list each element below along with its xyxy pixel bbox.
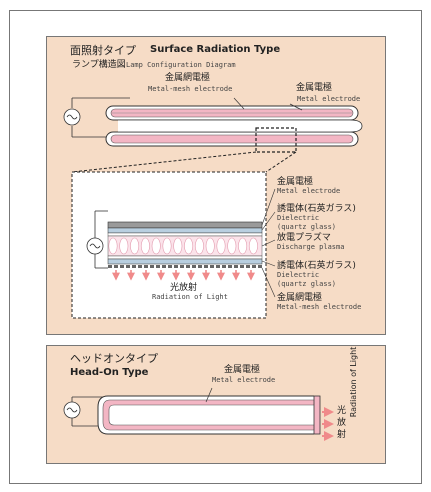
- detail-metal-jp: 金属電極: [277, 177, 314, 187]
- config-label-en: Lamp Configuration Diagram: [126, 61, 236, 69]
- mesh-segment: [144, 265, 148, 268]
- detail-metal-en: Metal electrode: [277, 187, 341, 195]
- tube-gap: [118, 121, 351, 131]
- headon-electrode-leader: [205, 387, 213, 403]
- headon-radiation-jp-2: 放: [337, 418, 347, 428]
- metal-electrode-en: Metal electrode: [297, 95, 361, 103]
- detail-plasma-en: Discharge plasma: [277, 243, 345, 251]
- mesh-segment: [156, 265, 160, 268]
- detail-mesh-en: Metal-mesh electrode: [277, 303, 362, 311]
- dielectric-bottom-layer: [107, 258, 263, 265]
- config-label-jp: ランプ構造図: [72, 60, 126, 70]
- mesh-segment: [114, 265, 118, 268]
- dielectric-top-inner: [107, 232, 263, 237]
- headon-radiation-jp-3: 射: [337, 430, 347, 440]
- plasma-cell: [173, 237, 183, 255]
- mesh-electrode-jp: 金属網電極: [165, 73, 211, 83]
- plasma-cell: [108, 237, 118, 255]
- plasma-cell: [248, 237, 258, 255]
- mesh-segment: [168, 265, 172, 268]
- headon-radiation-jp-1: 光: [337, 406, 347, 416]
- plasma-cell: [205, 237, 215, 255]
- leader-plasma: [261, 239, 276, 247]
- leader-dielectric-top: [261, 211, 276, 231]
- mesh-segment: [210, 265, 214, 268]
- surface-title-jp: 面照射タイプ: [70, 44, 136, 57]
- headon-title-jp: ヘッドオンタイプ: [70, 352, 158, 365]
- mesh-segment: [150, 265, 154, 268]
- mesh-segment: [252, 265, 256, 268]
- surface-title-en: Surface Radiation Type: [150, 44, 281, 55]
- plasma-cell: [216, 237, 226, 255]
- detail-dielectric-top-en1: Dielectric: [277, 214, 320, 222]
- headon-radiation-arrows: [322, 407, 334, 441]
- headon-tube: [97, 395, 321, 435]
- plasma-cell: [151, 237, 161, 255]
- mesh-segment: [180, 265, 184, 268]
- mesh-segment: [216, 265, 220, 268]
- dielectric-bottom-inner: [107, 255, 263, 260]
- metal-electrode-leader: [289, 103, 303, 111]
- mesh-segment: [108, 265, 112, 268]
- mesh-segment: [120, 265, 124, 268]
- mesh-segment: [222, 265, 226, 268]
- detail-mesh-jp: 金属網電極: [277, 293, 323, 303]
- radiation-jp: 光放射: [170, 283, 198, 293]
- headon-title-en: Head-On Type: [70, 367, 149, 378]
- plasma-cell: [119, 237, 129, 255]
- radiation-arrows: [112, 270, 255, 281]
- mesh-segment: [126, 265, 130, 268]
- radiation-en: Radiation of Light: [152, 293, 228, 301]
- plasma-cell: [140, 237, 150, 255]
- plasma-cell: [227, 237, 237, 255]
- ac-source-icon: [63, 97, 130, 138]
- mesh-segment: [186, 265, 190, 268]
- detail-dielectric-bottom-jp: 誘電体(石英ガラス): [277, 261, 356, 271]
- plasma-cell: [162, 237, 172, 255]
- headon-metal-en: Metal electrode: [212, 376, 276, 384]
- headon-metal-jp: 金属電極: [224, 365, 261, 375]
- mesh-segment: [132, 265, 136, 268]
- metal-electrode-layer: [107, 221, 263, 229]
- mesh-segment: [162, 265, 166, 268]
- detail-dielectric-top-en2: (quartz glass): [277, 223, 337, 231]
- upper-tube: [105, 105, 359, 121]
- mesh-segment: [174, 265, 178, 268]
- detail-dielectric-bottom-en1: Dielectric: [277, 271, 320, 279]
- mesh-segment: [246, 265, 250, 268]
- leader-metal: [261, 188, 276, 226]
- detail-dielectric-top-jp: 誘電体(石英ガラス): [277, 204, 356, 214]
- leader-mesh: [261, 267, 276, 298]
- mesh-segment: [234, 265, 238, 268]
- zoom-box: [255, 127, 297, 153]
- mesh-electrode-layer: [108, 265, 262, 268]
- plasma-bubbles: [108, 237, 258, 255]
- lower-tube: [105, 131, 359, 147]
- plasma-cell: [194, 237, 204, 255]
- detail-plasma-jp: 放電プラズマ: [277, 233, 331, 243]
- dielectric-top-layer: [107, 227, 263, 234]
- mesh-segment: [198, 265, 202, 268]
- zoom-line-right: [265, 151, 297, 173]
- plasma-cell: [184, 237, 194, 255]
- detail-dielectric-bottom-en2: (quartz glass): [277, 280, 337, 288]
- mesh-segment: [228, 265, 232, 268]
- mesh-segment: [192, 265, 196, 268]
- metal-electrode-jp: 金属電極: [296, 83, 333, 93]
- plasma-cell: [238, 237, 248, 255]
- mesh-electrode-leader: [233, 97, 245, 110]
- mesh-segment: [204, 265, 208, 268]
- mesh-segment: [138, 265, 142, 268]
- detail-ac-source-icon: [86, 210, 108, 269]
- headon-ac-source-icon: [63, 396, 104, 427]
- headon-radiation-en: Radiation of Light: [349, 347, 358, 418]
- zoom-line-left: [71, 151, 257, 173]
- mesh-segment: [240, 265, 244, 268]
- mesh-electrode-en: Metal-mesh electrode: [148, 85, 233, 93]
- leader-dielectric-bottom: [261, 260, 276, 267]
- mesh-segment: [258, 265, 262, 268]
- plasma-cell: [130, 237, 140, 255]
